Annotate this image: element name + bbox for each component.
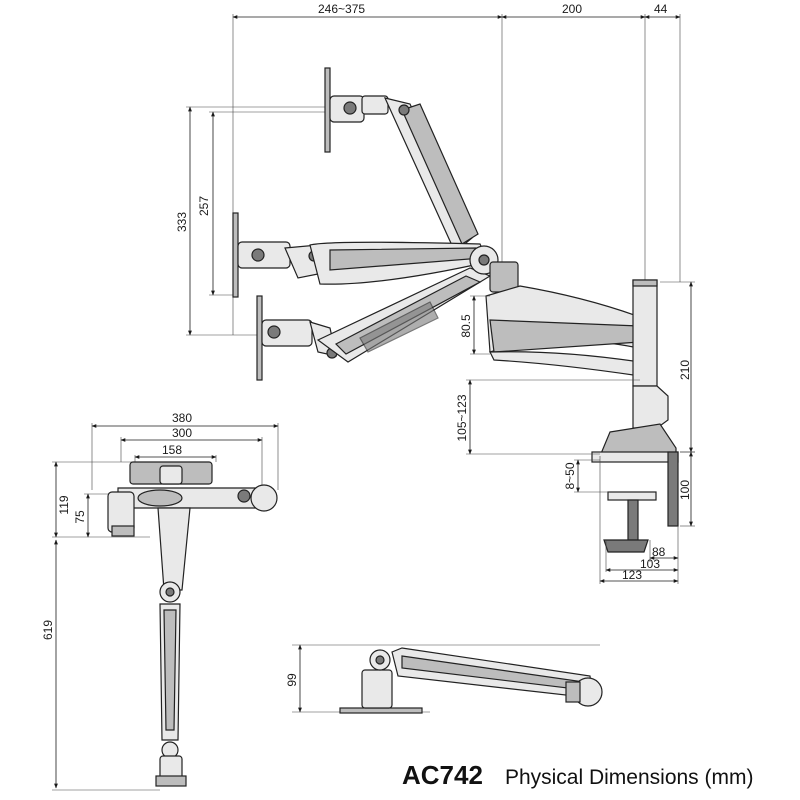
- side-view: 246~375 200 44 333 257: [175, 2, 695, 584]
- dim-clamp-8-50: 8~50: [563, 462, 577, 489]
- dim-top-619: 619: [41, 620, 55, 640]
- dim-top-158: 158: [162, 443, 182, 457]
- dim-arm-200: 200: [562, 2, 582, 16]
- low-position-view: 99: [285, 644, 603, 714]
- caption: AC742 Physical Dimensions (mm): [402, 760, 753, 796]
- model-number: AC742: [402, 760, 483, 790]
- dim-base-88: 88: [652, 545, 666, 559]
- dim-pole-offset: 44: [654, 2, 668, 16]
- dim-height-333: 333: [175, 212, 189, 232]
- dim-clamp-100: 100: [678, 480, 692, 500]
- caption-description: Physical Dimensions (mm): [504, 766, 754, 789]
- dim-top-75: 75: [73, 510, 87, 524]
- dim-top-119: 119: [57, 495, 71, 514]
- top-view: 380 300 158 119 75 619: [41, 411, 279, 791]
- dim-base-123: 123: [622, 568, 642, 582]
- dim-height-257: 257: [197, 196, 211, 216]
- dim-top-380: 380: [172, 411, 192, 425]
- dim-reach-range: 246~375: [318, 2, 365, 16]
- dim-base-103: 103: [640, 557, 660, 571]
- dim-height-105-123: 105~123: [455, 394, 469, 441]
- dim-top-300: 300: [172, 426, 192, 440]
- dim-pole-210: 210: [678, 360, 692, 380]
- dim-arm-80-5: 80.5: [459, 314, 473, 338]
- dim-low-99: 99: [285, 673, 299, 687]
